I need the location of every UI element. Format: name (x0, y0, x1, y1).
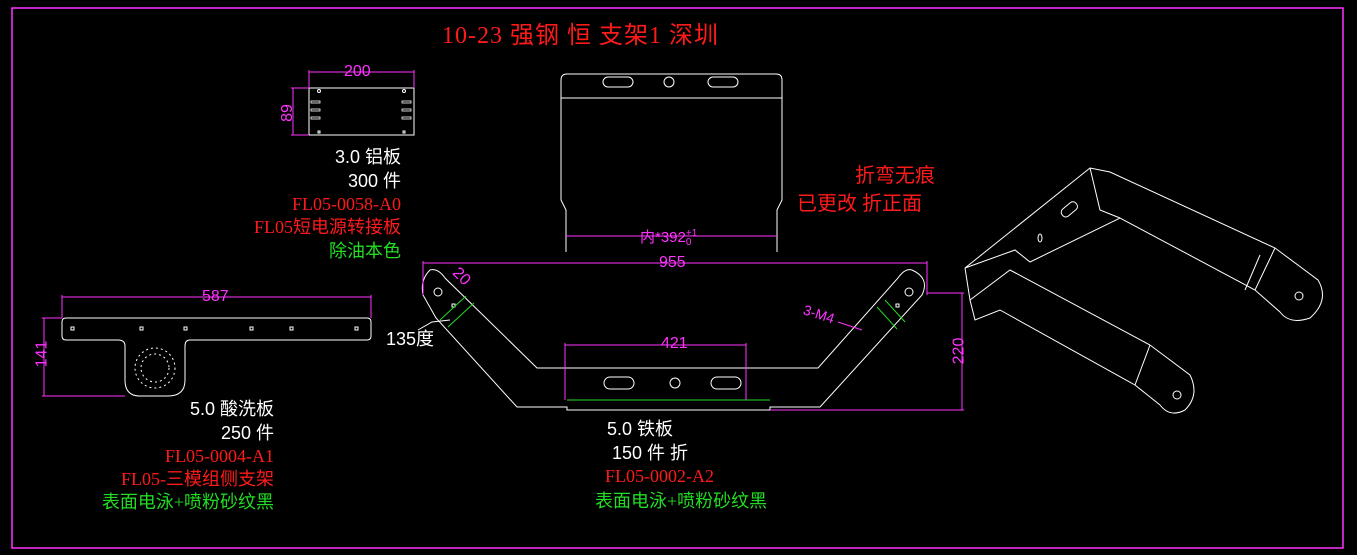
part-c-quantity: 150 件 折 (612, 443, 689, 463)
part-b-width-dim: 587 (202, 288, 229, 305)
inner-dim-value: 内*392 (640, 229, 686, 246)
part-c-height-dim: 220 (950, 337, 968, 365)
part-c-top-view (560, 73, 783, 252)
part-a-quantity: 300 件 (347, 171, 401, 191)
part-b-height-dim: 141 (33, 340, 51, 368)
part-c-material: 5.0 铁板 (607, 419, 674, 439)
drawing-title: 10-23 强钢 恒 支架1 深圳 (442, 23, 719, 49)
part-a-name: FL05短电源转接板 (253, 217, 401, 237)
part-c-finish: 表面电泳+喷粉砂纹黑 (595, 491, 768, 511)
part-a-part-no: FL05-0058-A0 (292, 194, 401, 214)
part-c-part-no: FL05-0002-A2 (605, 466, 714, 486)
part-c-width-dim: 955 (659, 254, 686, 271)
part-a-width-dim: 200 (344, 63, 371, 80)
part-a-material: 3.0 铝板 (334, 147, 401, 167)
drawing-frame (11, 7, 1344, 549)
tolerance-upper: +1 (685, 228, 698, 240)
part-b-quantity: 250 件 (220, 423, 274, 443)
tolerance-lower: 0 (685, 237, 692, 249)
part-b-bracket (61, 317, 372, 397)
part-c-center-dim: 421 (661, 335, 688, 352)
angle-leader (417, 319, 451, 331)
part-b-finish: 表面电泳+喷粉砂纹黑 (101, 492, 274, 512)
part-b-name: FL05-三模组侧支架 (121, 469, 274, 489)
part-b-material: 5.0 酸洗板 (189, 399, 274, 419)
part-a-plate (308, 87, 415, 136)
part-c-angle-dim: 135度 (386, 329, 435, 349)
part-c-3d-view (964, 167, 1323, 414)
part-a-height-dim: 89 (278, 104, 296, 122)
note-bend: 折弯无痕 (855, 165, 935, 187)
note-change: 已更改 折正面 (797, 193, 922, 215)
part-a-finish: 除油本色 (329, 241, 401, 261)
part-b-part-no: FL05-0004-A1 (165, 446, 274, 466)
dimension-lines (42, 70, 964, 411)
